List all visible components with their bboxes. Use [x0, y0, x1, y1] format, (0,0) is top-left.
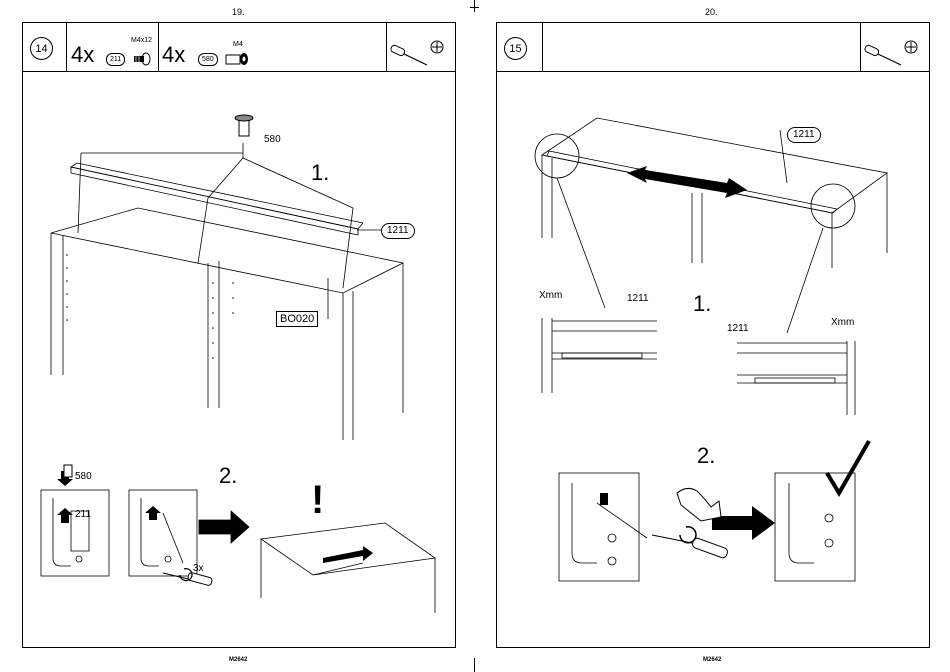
- step-1-label: 1.: [311, 160, 329, 186]
- rail-label-right: 1211: [727, 323, 749, 334]
- crop-mark-bottom: [474, 658, 475, 672]
- gap-label-left: Xmm: [539, 290, 562, 301]
- detail-screw-label: 580: [75, 471, 92, 482]
- footer-code-left: M2642: [229, 657, 247, 663]
- rail-part-callout: 1211: [787, 127, 821, 143]
- screw-label: 580: [264, 134, 281, 145]
- warning-icon: !: [311, 478, 324, 523]
- gap-label-right: Xmm: [831, 317, 854, 328]
- step-2-label: 2.: [219, 463, 237, 489]
- cabinet-top-rail-illustration: [23, 23, 455, 647]
- rail-alignment-illustration: [497, 23, 929, 647]
- footer-code-right: M2642: [703, 657, 721, 663]
- page-number-20: 20.: [705, 7, 718, 17]
- crop-mark-top-h: [470, 7, 479, 8]
- panel-label: BO020: [276, 311, 318, 327]
- rail-part-callout: 1211: [381, 223, 415, 239]
- rail-label-left: 1211: [627, 293, 649, 304]
- instruction-page-left: 14 4x 211 M4x12 4x 580 M4: [22, 22, 456, 648]
- crop-mark-top: [474, 0, 475, 12]
- turns-label: 3x: [193, 563, 204, 574]
- detail-nut-label: 211: [75, 509, 91, 520]
- page-number-19: 19.: [232, 7, 245, 17]
- step-2-label: 2.: [697, 443, 715, 469]
- instruction-page-right: 15: [496, 22, 930, 648]
- step-1-label: 1.: [693, 291, 711, 317]
